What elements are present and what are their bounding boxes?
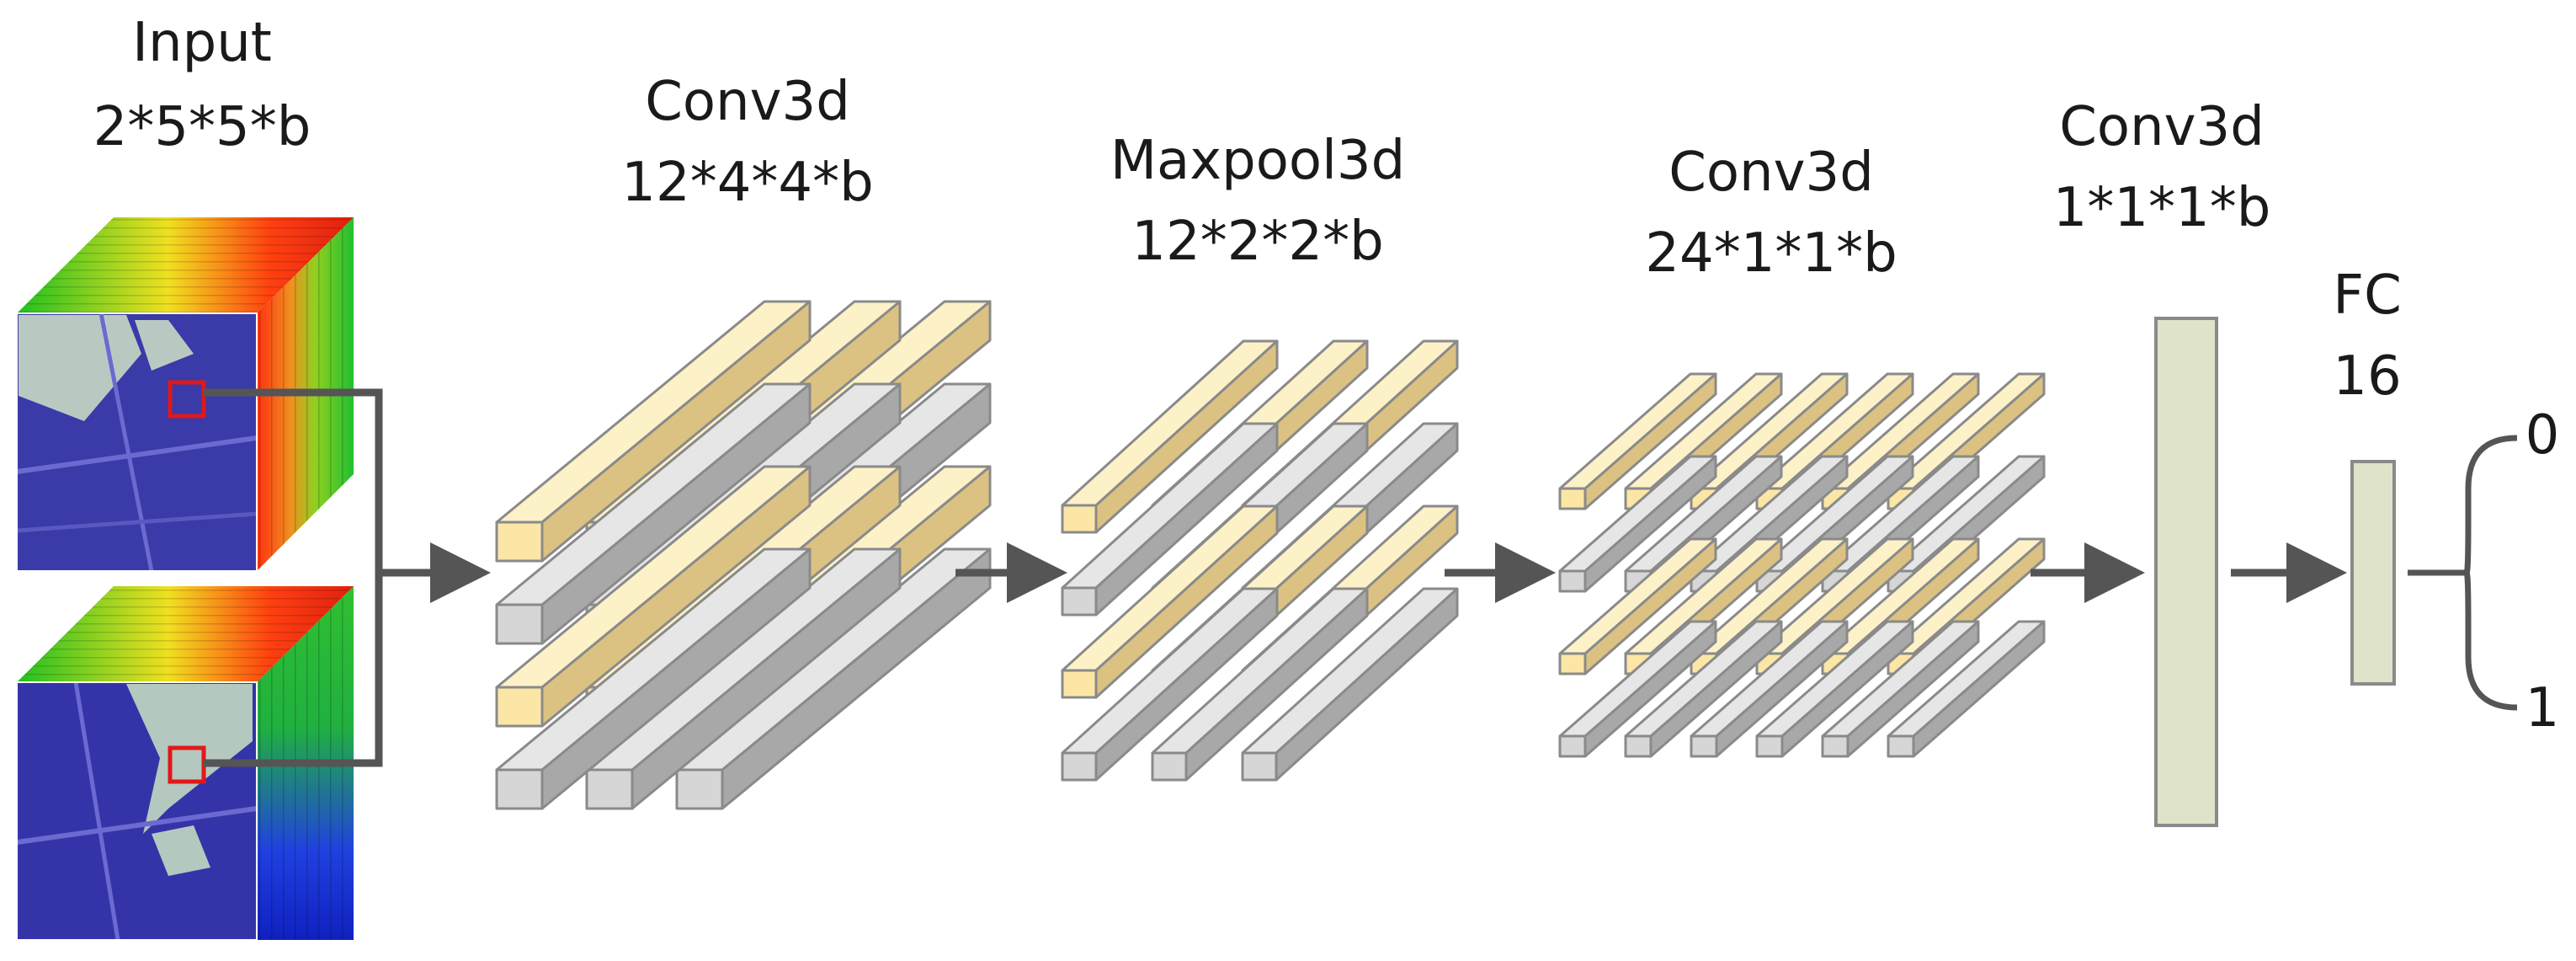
- output-brace: [2408, 435, 2518, 711]
- conv2-block-r3-c3: [1755, 620, 1914, 758]
- conv1-block-r3-c1: [585, 547, 902, 810]
- conv3-layer: [2154, 317, 2218, 827]
- conv2-block-r0-c0: [1558, 372, 1717, 510]
- conv2-block-r3-c1: [1624, 620, 1783, 758]
- conv1-block-r2-c0: [495, 465, 812, 728]
- conv2-block-r1-c0: [1558, 455, 1717, 593]
- pool1-block-r2-c0: [1061, 505, 1279, 699]
- pool1-block-r3-c2: [1241, 587, 1459, 782]
- conv1-feature-blocks: [495, 300, 992, 810]
- pool1-block-r1-c0: [1061, 422, 1279, 617]
- input-cube-bottom: [16, 586, 354, 941]
- pool1-title: Maxpool3d: [1110, 130, 1405, 192]
- conv1-block-r0-c0: [495, 300, 812, 563]
- stage-labels: Input 2*5*5*b Conv3d 12*4*4*b Maxpool3d …: [93, 12, 2402, 408]
- conv2-title: Conv3d: [1669, 141, 1874, 204]
- input-connectors: [204, 388, 491, 767]
- conv2-block-r3-c4: [1821, 620, 1980, 758]
- conv3-title: Conv3d: [2059, 96, 2265, 158]
- input-title: Input: [132, 12, 272, 74]
- fc-layer: [2350, 460, 2396, 686]
- conv2-block-r3-c2: [1690, 620, 1849, 758]
- conv2-block-r2-c0: [1558, 537, 1717, 675]
- pool1-shape: 12*2*2*b: [1131, 211, 1384, 273]
- highlight-pixel-top: [168, 380, 206, 419]
- conv2-block-r3-c5: [1887, 620, 2046, 758]
- pool1-block-r0-c0: [1061, 339, 1279, 534]
- conv1-block-r1-c0: [495, 382, 812, 645]
- conv2-feature-blocks: [1558, 372, 2046, 758]
- input-shape: 2*5*5*b: [93, 96, 311, 158]
- conv1-block-r3-c0: [495, 547, 812, 810]
- conv3-shape: 1*1*1*b: [2053, 177, 2271, 239]
- pool1-block-r3-c1: [1151, 587, 1369, 782]
- conv2-block-r3-c0: [1558, 620, 1717, 758]
- fc-shape: 16: [2333, 345, 2401, 408]
- conv1-title: Conv3d: [645, 71, 850, 133]
- conv1-shape: 12*4*4*b: [621, 152, 874, 214]
- output-label-0: 0: [2525, 404, 2560, 467]
- fc-title: FC: [2333, 264, 2402, 327]
- output-label-1: 1: [2525, 677, 2560, 739]
- conv2-shape: 24*1*1*b: [1645, 222, 1897, 285]
- pool1-block-r3-c0: [1061, 587, 1279, 782]
- pool1-feature-blocks: [1061, 339, 1459, 782]
